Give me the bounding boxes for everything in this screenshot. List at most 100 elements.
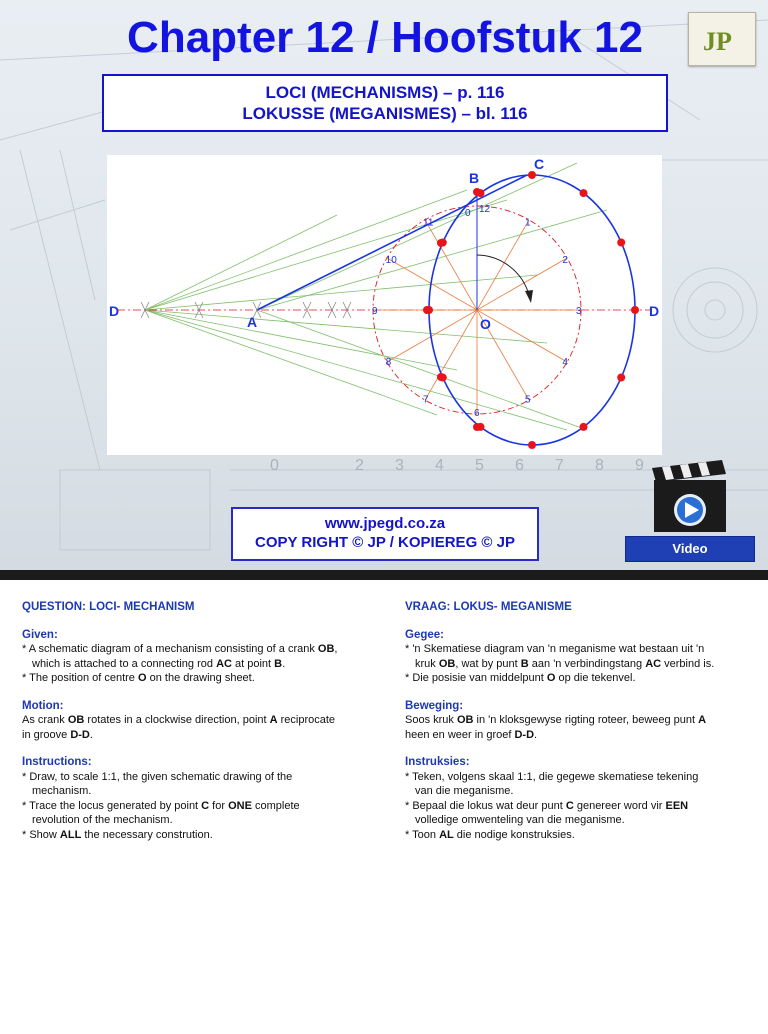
clock-number-label: 9	[372, 306, 378, 317]
instruction-2-af: * Bepaal die lokus wat deur punt C gener…	[405, 799, 689, 812]
question-heading-en: QUESTION: LOCI- MECHANISM	[22, 601, 195, 613]
construction-ray	[144, 189, 468, 311]
svg-text:5: 5	[475, 457, 484, 474]
construction-ray	[144, 274, 538, 311]
motion-text-cont-en: in groove D-D.	[22, 728, 93, 741]
clock-number-label: 2	[562, 255, 568, 266]
clock-number-label: 8	[386, 357, 392, 368]
locus-point	[617, 373, 626, 382]
connecting-rod-ac	[256, 174, 528, 311]
subtitle-box: LOCI (MECHANISMS) – p. 116 LOKUSSE (MEGA…	[102, 74, 668, 132]
construction-ray	[144, 309, 458, 371]
construction-ray	[256, 309, 588, 431]
svg-text:3: 3	[395, 457, 404, 474]
clock-number-label: 10	[386, 255, 398, 266]
svg-text:2: 2	[355, 457, 364, 474]
question-heading-af: VRAAG: LOKUS- MEGANISME	[405, 601, 572, 613]
instructions-heading-en: Instructions:	[22, 756, 92, 768]
locus-point	[579, 422, 588, 431]
subtitle-line-afrikaans: LOKUSSE (MEGANISMES) – bl. 116	[242, 104, 528, 123]
crank-point	[437, 239, 445, 247]
video-button[interactable]: Video	[625, 536, 755, 562]
label-a: A	[247, 314, 257, 330]
instruction-2-cont-af: volledige omwenteling van die meganisme.	[415, 814, 625, 826]
construction-ray	[144, 309, 438, 416]
clock-number-label: 1	[525, 218, 531, 229]
label-o: O	[480, 316, 491, 332]
crank-point	[473, 188, 481, 196]
website-link[interactable]: www.jpegd.co.za	[324, 515, 446, 532]
locus-point	[631, 306, 639, 314]
instruction-1-en: * Draw, to scale 1:1, the given schemati…	[22, 770, 293, 783]
instruction-3-af: * Toon AL die nodige konstruksies.	[405, 828, 575, 841]
label-c: C	[534, 156, 544, 172]
question-afrikaans: VRAAG: LOKUS- MEGANISME Gegee: * 'n Skem…	[405, 600, 765, 842]
given-item-1-cont-en: which is attached to a connecting rod AC…	[32, 657, 286, 670]
locus-point	[617, 238, 626, 247]
given-heading-en: Given:	[22, 628, 58, 641]
locus-point	[579, 189, 588, 198]
given-heading-af: Gegee:	[405, 628, 444, 641]
label-d-left: D	[109, 303, 119, 319]
motion-heading-en: Motion:	[22, 699, 64, 712]
construction-ray	[256, 162, 578, 311]
instruction-3-en: * Show ALL the necessary constrution.	[22, 828, 213, 841]
crank-point	[437, 373, 445, 381]
crank-point	[473, 423, 481, 431]
video-clapperboard-icon[interactable]	[650, 460, 730, 536]
motion-heading-af: Beweging:	[405, 699, 464, 712]
clock-number-label: 7	[423, 394, 429, 405]
construction-ray	[144, 309, 568, 431]
svg-text:8: 8	[595, 457, 604, 474]
locus-tick-mark	[342, 301, 352, 319]
instructions-heading-af: Instruksies:	[405, 756, 470, 768]
locus-tick-mark	[302, 301, 312, 319]
svg-text:6: 6	[515, 457, 524, 474]
page-title: Chapter 12 / Hoofstuk 12	[127, 13, 643, 62]
clock-number-label: 12	[479, 204, 491, 215]
given-item-1-cont-af: kruk OB, wat by punt B aan 'n verbinding…	[415, 657, 715, 670]
label-b: B	[469, 170, 479, 186]
clock-number-label: 6	[474, 408, 480, 419]
given-item-1-af: * 'n Skematiese diagram van 'n meganisme…	[405, 643, 705, 655]
label-d-right: D	[649, 303, 659, 319]
locus-tick-mark	[194, 301, 204, 319]
question-english: QUESTION: LOCI- MECHANISM Given: * A sch…	[22, 600, 382, 842]
question-panel: QUESTION: LOCI- MECHANISM Given: * A sch…	[0, 570, 768, 1034]
clock-number-label: 5	[525, 394, 531, 405]
given-item-2-af: * Die posisie van middelpunt O op die te…	[405, 672, 636, 684]
instruction-1-cont-af: van die meganisme.	[415, 785, 514, 797]
locus-point	[528, 171, 536, 179]
motion-text-af: Soos kruk OB in 'n kloksgewyse rigting r…	[405, 714, 707, 726]
svg-text:0: 0	[270, 457, 279, 474]
locus-tick-mark	[327, 301, 337, 319]
motion-text-cont-af: heen en weer in groef D-D.	[405, 728, 538, 741]
motion-text-en: As crank OB rotates in a clockwise direc…	[22, 714, 336, 726]
given-item-1-en: * A schematic diagram of a mechanism con…	[22, 643, 338, 655]
construction-ray	[144, 199, 508, 311]
given-item-2-en: * The position of centre O on the drawin…	[22, 672, 255, 684]
rotation-arrowhead	[525, 290, 533, 303]
construction-ray	[144, 214, 338, 311]
copyright-text: COPY RIGHT © JP / KOPIEREG © JP	[255, 534, 515, 551]
instruction-2-en: * Trace the locus generated by point C f…	[22, 799, 300, 812]
clock-number-label: 11	[423, 218, 434, 229]
copyright-box: www.jpegd.co.za COPY RIGHT © JP / KOPIER…	[231, 507, 539, 561]
clock-number-label: 4	[562, 357, 568, 368]
locus-tick-mark	[252, 301, 262, 319]
label-zero: 0	[465, 208, 471, 219]
clock-number-label: 3	[576, 306, 582, 317]
svg-text:4: 4	[435, 457, 444, 474]
logo-text: JP	[703, 27, 732, 56]
locus-tick-mark	[140, 301, 150, 319]
svg-text:9: 9	[635, 457, 644, 474]
subtitle-line-english: LOCI (MECHANISMS) – p. 116	[265, 83, 505, 102]
jp-logo: JP	[688, 12, 756, 66]
crank-point	[423, 306, 431, 314]
locus-point	[528, 441, 536, 449]
instruction-1-cont-en: mechanism.	[32, 785, 92, 797]
svg-text:7: 7	[555, 457, 564, 474]
